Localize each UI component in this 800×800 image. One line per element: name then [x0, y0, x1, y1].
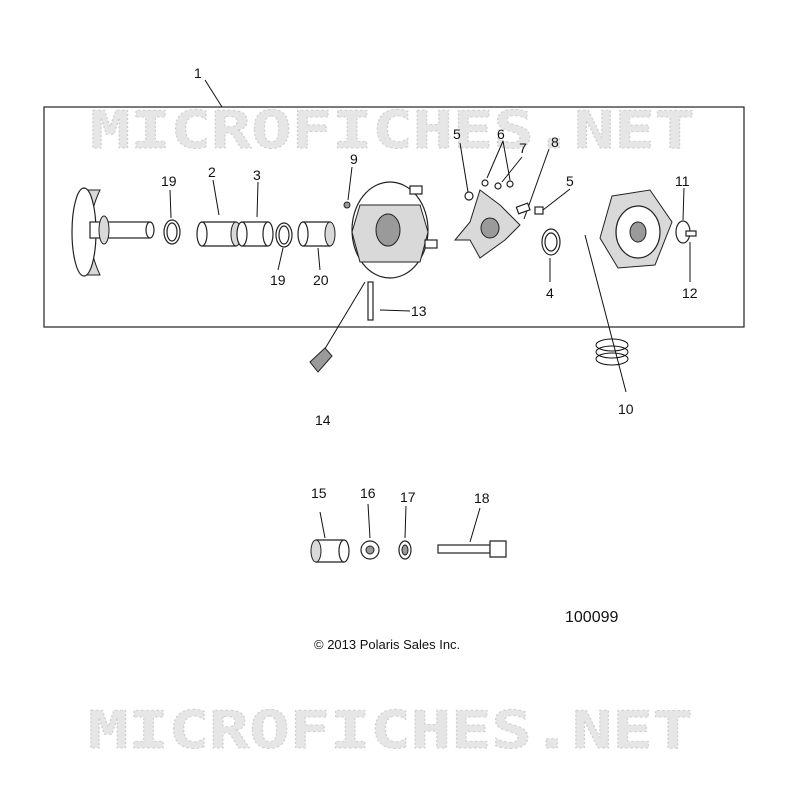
- callout-20: 20: [313, 272, 329, 288]
- figure-number: 100099: [565, 609, 618, 626]
- assembly-frame: [43, 106, 745, 328]
- watermark-bottom: MICROFICHES.NET: [88, 701, 693, 761]
- callout-17: 17: [400, 489, 416, 505]
- callout-19-bottom: 19: [270, 272, 286, 288]
- callout-13: 13: [411, 303, 427, 319]
- callout-16: 16: [360, 485, 376, 501]
- cover-part: [595, 189, 697, 366]
- callout-5-right: 5: [566, 173, 574, 189]
- callout-15: 15: [311, 485, 327, 501]
- spider-part: [453, 179, 561, 259]
- sheave-housing-part: [309, 181, 438, 373]
- callout-6: 6: [497, 126, 505, 142]
- callout-19-top: 19: [161, 173, 177, 189]
- callout-9: 9: [350, 151, 358, 167]
- callout-4: 4: [546, 285, 554, 301]
- callout-8: 8: [551, 134, 559, 150]
- callout-11: 11: [675, 173, 690, 189]
- callout-3: 3: [253, 167, 261, 183]
- sheave-shaft-part: [71, 187, 155, 277]
- callout-12: 12: [682, 285, 698, 301]
- callout-18: 18: [474, 490, 490, 506]
- callout-10: 10: [618, 401, 634, 417]
- lower-parts: [310, 539, 507, 563]
- callout-7: 7: [519, 140, 527, 156]
- callout-14: 14: [315, 412, 331, 428]
- callout-1: 1: [194, 65, 202, 81]
- copyright-text: © 2013 Polaris Sales Inc.: [314, 637, 460, 652]
- callout-5-left: 5: [453, 126, 461, 142]
- leader-lines: [169, 79, 691, 543]
- callout-labels: 1 2 3 4 5 5 6 7 8 9 10 11 12 13 14 15 16…: [161, 65, 698, 506]
- bushings-row: [163, 219, 336, 248]
- watermark-top: MICROFICHES.NET: [90, 101, 695, 161]
- callout-2: 2: [208, 164, 216, 180]
